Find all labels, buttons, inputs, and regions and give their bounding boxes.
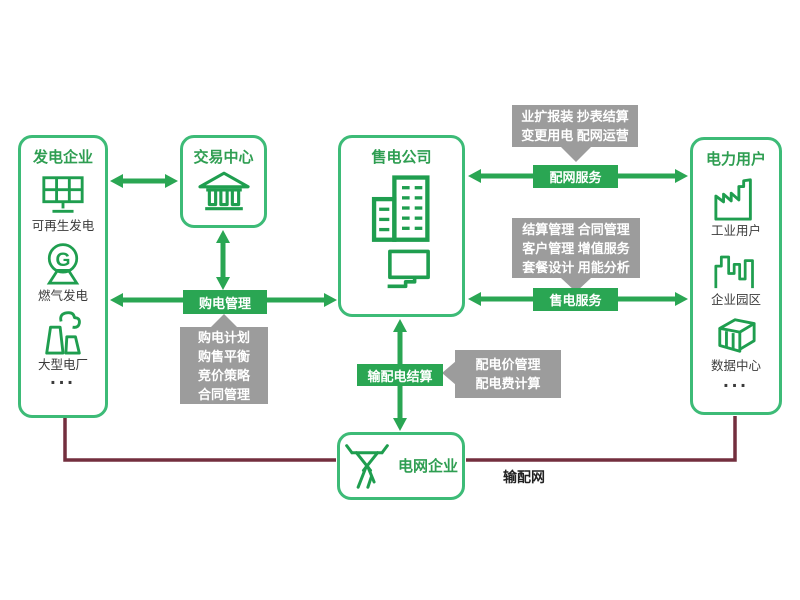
triangle-left-settlement-ops [442,361,456,385]
triangle-up-purchase-ops [210,314,238,328]
campus-skyline-icon [714,255,754,288]
ellipsis: ... [50,366,76,389]
bank-icon [197,171,250,211]
node-title: 售电公司 [371,149,432,166]
edge-label-distribution-service: 配网服务 [533,165,618,188]
detail-box-settlement-ops: 配电价管理 配电费计算 [455,350,561,398]
callout-triangles [210,147,591,385]
detail-line: 结算管理 合同管理 [522,221,630,237]
edge-label-transmission-settlement: 输配电结算 [357,364,443,386]
edge-label-purchase-management: 购电管理 [183,290,267,314]
triangle-down-retail-ops [561,278,591,292]
detail-line: 变更用电 配网运营 [521,128,629,143]
node-title: 电力用户 [705,151,766,168]
node-generation-companies: 发电企业 可再生发电 G [18,135,108,418]
item-label: 企业园区 [710,292,761,307]
node-grid-enterprise: 电网企业 [337,432,465,500]
power-plant-icon [45,311,81,355]
transmission-tower-icon [345,444,389,489]
node-title: 交易中心 [193,149,254,166]
detail-line: 购电计划 [197,329,250,345]
svg-text:G: G [55,249,70,270]
detail-line: 业扩报装 抄表结算 [521,109,629,124]
detail-box-distribution-ops: 业扩报装 抄表结算 变更用电 配网运营 [512,105,638,147]
detail-box-purchase-ops: 购电计划 购售平衡 竞价策略 合同管理 [180,327,268,404]
ellipsis: ... [723,369,749,392]
datacenter-icon [718,318,756,353]
detail-line: 购售平衡 [197,348,250,364]
item-label: 数据中心 [710,359,761,373]
detail-line: 配电费计算 [475,376,541,391]
detail-line: 竞价策略 [197,367,250,383]
node-power-users: 电力用户 工业用户 企业园区 数据中心 [690,137,782,415]
office-buildings-icon [371,175,430,242]
node-title: 发电企业 [32,149,93,166]
detail-line: 套餐设计 用能分析 [522,259,630,275]
detail-line: 客户管理 增值服务 [522,240,630,256]
detail-box-retail-ops: 结算管理 合同管理 客户管理 增值服务 套餐设计 用能分析 [512,218,640,278]
item-label: 大型电厂 [37,358,88,372]
item-label: 燃气发电 [37,288,88,303]
transmission-network-lines [63,416,737,462]
transmission-network-label: 输配网 [503,469,545,485]
item-label: 可再生发电 [31,219,95,233]
gas-generator-icon: G [46,242,80,285]
solar-panel-icon [42,176,84,213]
triangle-down-dist-ops [561,147,591,162]
item-label: 工业用户 [710,224,761,238]
detail-line: 合同管理 [197,386,250,402]
node-retail-company: 售电公司 [338,135,465,317]
monitor-icon [387,249,430,289]
edge-label-retail-service: 售电服务 [533,288,618,311]
factory-icon [714,178,752,221]
node-title: 电网企业 [397,457,458,475]
node-trading-center: 交易中心 [180,135,267,228]
detail-line: 配电价管理 [475,357,541,372]
